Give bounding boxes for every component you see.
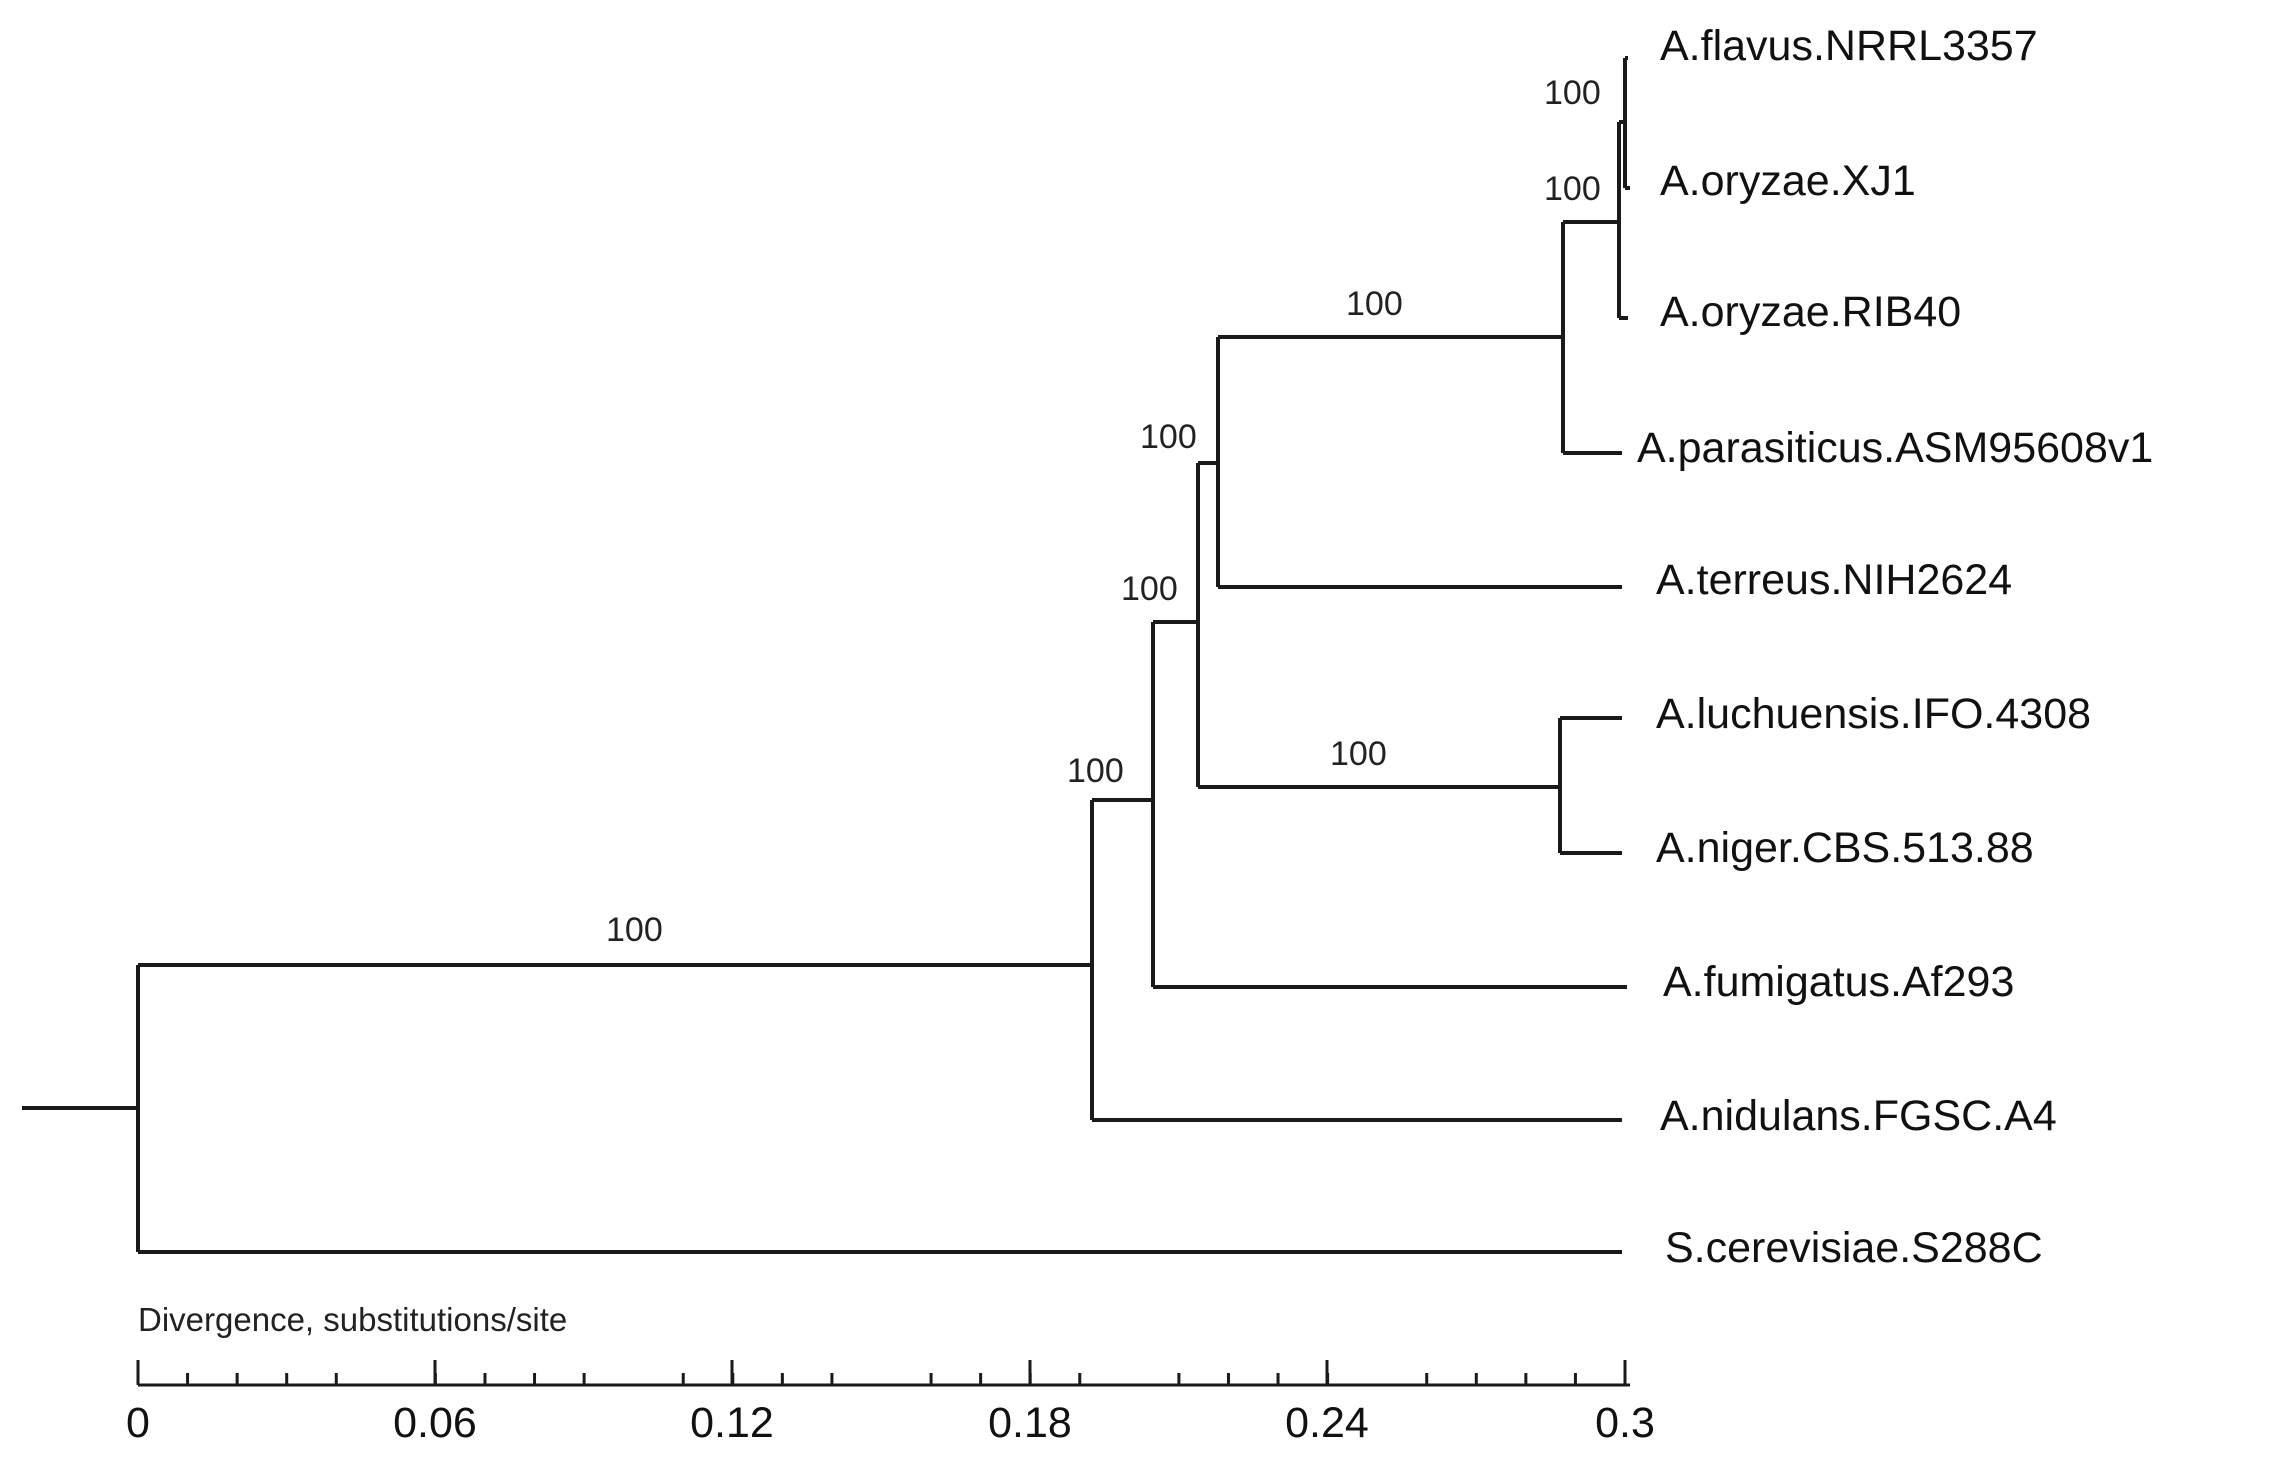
leaf-label-niger: A.niger.CBS.513.88 [1656,824,2034,872]
scale-tick-label-0.24: 0.24 [1285,1399,1369,1447]
leaf-label-nidulans: A.nidulans.FGSC.A4 [1660,1092,2057,1140]
leaf-label-paras: A.parasiticus.ASM95608v1 [1637,424,2153,472]
scale-tick-label-0: 0 [126,1399,150,1447]
scale-minor-ticks [186,1373,1577,1385]
scale-tick-label-0.18: 0.18 [988,1399,1072,1447]
support-aspergillus: 100 [606,911,663,949]
support-fumi-clade: 100 [1067,752,1124,790]
scale-tick-label-0.06: 0.06 [393,1399,477,1447]
scale-bar: Divergence, substitutions/site 0 0.06 0.… [126,1301,1655,1447]
scale-tick-label-0.12: 0.12 [690,1399,774,1447]
leaf-label-fumi: A.fumigatus.Af293 [1663,958,2014,1006]
leaf-label-scer: S.cerevisiae.S288C [1665,1224,2043,1272]
scale-axis-title: Divergence, substitutions/site [138,1301,567,1338]
support-flavus-xj1: 100 [1544,74,1601,112]
leaf-label-xj1: A.oryzae.XJ1 [1660,157,1916,205]
support-oryzae-clade: 100 [1544,170,1601,208]
leaf-label-terreus: A.terreus.NIH2624 [1656,556,2012,604]
leaf-label-luch: A.luchuensis.IFO.4308 [1656,690,2091,738]
support-core-clade: 100 [1121,570,1178,608]
support-nigri: 100 [1330,735,1387,773]
support-flavi-terreus: 100 [1140,418,1197,456]
leaf-label-flavus: A.flavus.NRRL3357 [1660,22,2038,70]
support-section-flavi: 100 [1346,285,1403,323]
scale-tick-label-0.3: 0.3 [1595,1399,1655,1447]
scale-major-ticks [136,1360,1627,1385]
leaf-label-rib40: A.oryzae.RIB40 [1660,288,1961,336]
